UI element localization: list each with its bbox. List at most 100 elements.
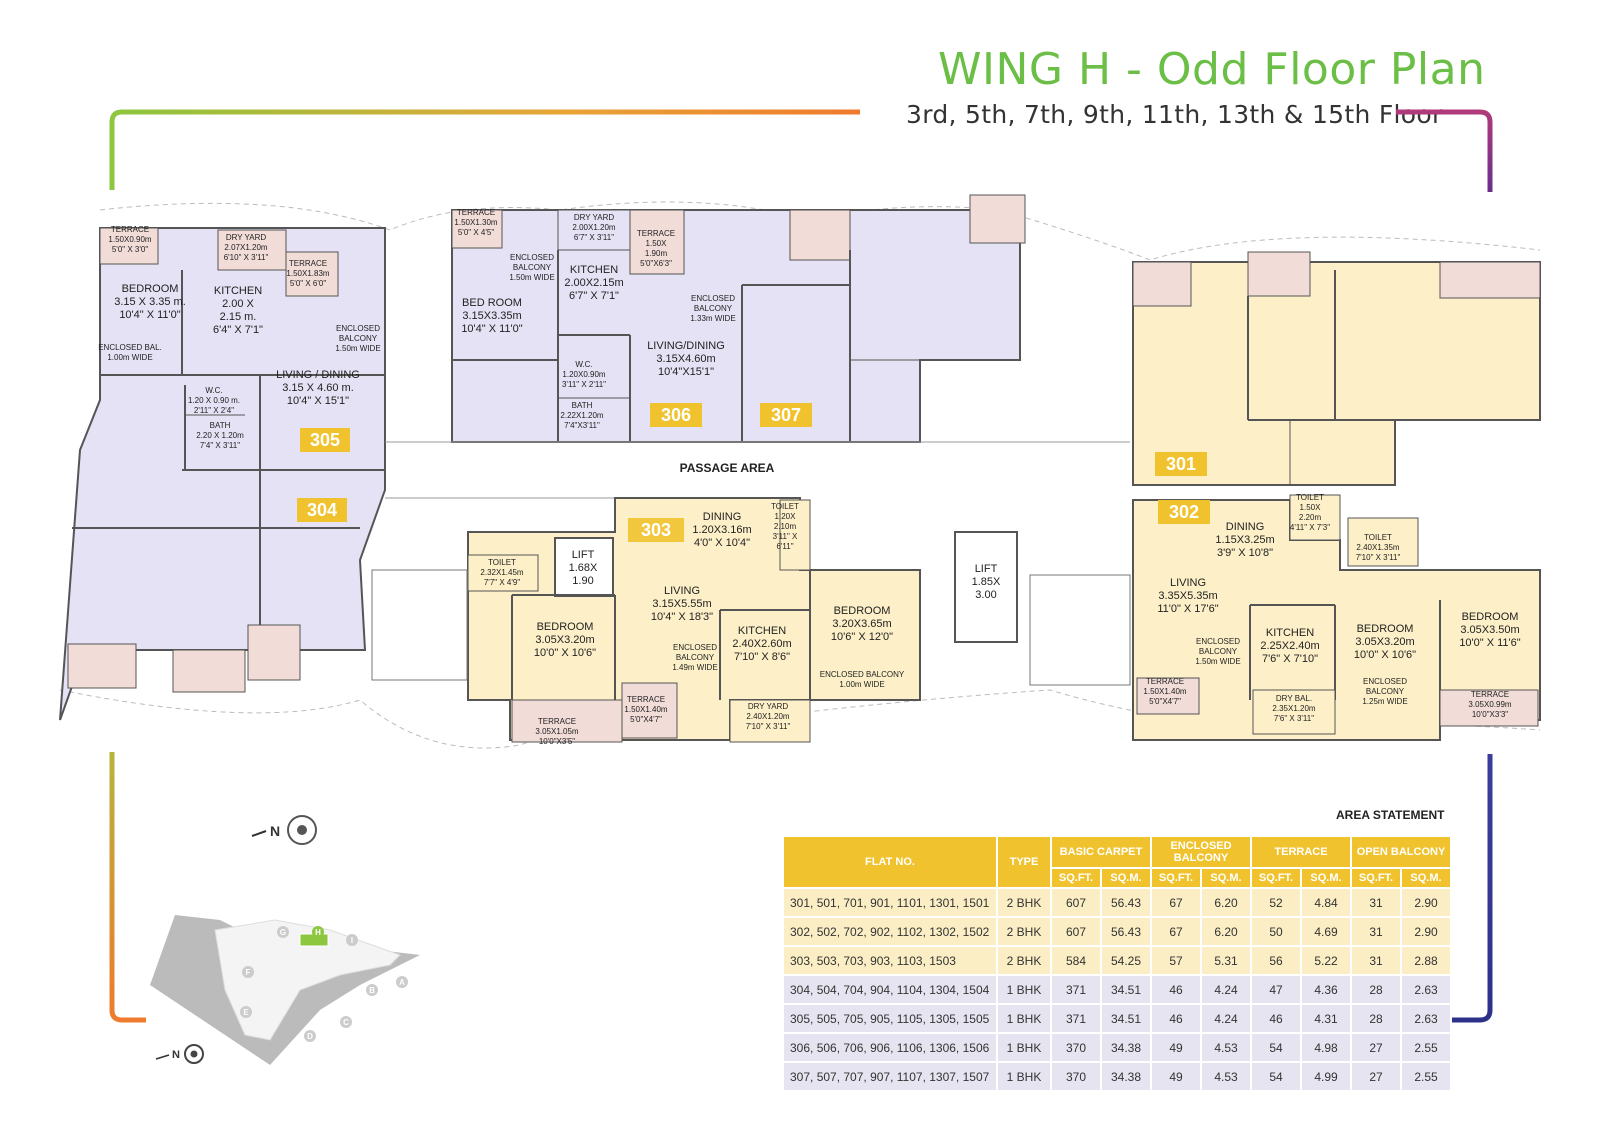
unit-303-label: 303: [641, 520, 671, 540]
area-cell: 2.55: [1402, 1063, 1450, 1090]
area-cell: 54: [1252, 1034, 1300, 1061]
keyplan-wing-marker: [242, 966, 254, 978]
keyplan-wing-letter: I: [351, 936, 353, 945]
area-cell: 4.69: [1302, 918, 1350, 945]
col-sqft: SQ.FT.: [1252, 869, 1300, 887]
area-cell: 49: [1152, 1034, 1200, 1061]
area-cell: 607: [1052, 918, 1100, 945]
keyplan-wing-marker: [304, 1030, 316, 1042]
room-label: W.C.1.20 X 0.90 m.2'11" X 2'4": [188, 386, 240, 415]
unit-305-label: 305: [310, 430, 340, 450]
area-cell: 4.24: [1202, 976, 1250, 1003]
flat-no-cell: 306, 506, 706, 906, 1106, 1306, 1506: [784, 1034, 996, 1061]
area-cell: 67: [1152, 918, 1200, 945]
area-cell: 56: [1252, 947, 1300, 974]
keyplan-wing-marker: [396, 976, 408, 988]
area-cell: 34.38: [1102, 1063, 1150, 1090]
area-cell: 52: [1252, 889, 1300, 916]
room-label: ENCLOSED BAL.1.00m WIDE: [98, 343, 162, 362]
col-flat-no: FLAT NO.: [784, 837, 996, 887]
unit-306-label: 306: [661, 405, 691, 425]
page-subtitle: 3rd, 5th, 7th, 9th, 11th, 13th & 15th Fl…: [906, 100, 1443, 129]
flat-no-cell: 307, 507, 707, 907, 1107, 1307, 1507: [784, 1063, 996, 1090]
area-cell: 2.55: [1402, 1034, 1450, 1061]
flat-no-cell: 305, 505, 705, 905, 1105, 1305, 1505: [784, 1005, 996, 1032]
col-sqft: SQ.FT.: [1352, 869, 1400, 887]
area-cell: 4.53: [1202, 1034, 1250, 1061]
col-open-balcony: OPEN BALCONY: [1352, 837, 1450, 867]
keyplan-wing-letter: G: [280, 928, 286, 937]
area-cell: 2 BHK: [998, 947, 1050, 974]
col-basic-carpet: BASIC CARPET: [1052, 837, 1150, 867]
col-terrace: TERRACE: [1252, 837, 1350, 867]
area-cell: 57: [1152, 947, 1200, 974]
area-cell: 31: [1352, 889, 1400, 916]
flat-no-cell: 301, 501, 701, 901, 1101, 1301, 1501: [784, 889, 996, 916]
area-cell: 1 BHK: [998, 976, 1050, 1003]
unit-307-label: 307: [771, 405, 801, 425]
area-cell: 2 BHK: [998, 918, 1050, 945]
keyplan-north-label: N: [172, 1049, 180, 1061]
keyplan-wing-marker: [277, 926, 289, 938]
area-cell: 46: [1252, 1005, 1300, 1032]
area-cell: 2.88: [1402, 947, 1450, 974]
area-cell: 28: [1352, 1005, 1400, 1032]
keyplan-wing-marker: [346, 934, 358, 946]
keyplan-wing-marker: [312, 926, 324, 938]
area-cell: 2.63: [1402, 976, 1450, 1003]
col-sqm: SQ.M.: [1402, 869, 1450, 887]
col-sqm: SQ.M.: [1102, 869, 1150, 887]
passage-area-label: PASSAGE AREA: [680, 461, 775, 475]
flat-no-cell: 302, 502, 702, 902, 1102, 1302, 1502: [784, 918, 996, 945]
area-cell: 1 BHK: [998, 1005, 1050, 1032]
keyplan-wing-marker: [240, 1006, 252, 1018]
flat-no-cell: 303, 503, 703, 903, 1103, 1503: [784, 947, 996, 974]
area-cell: 371: [1052, 976, 1100, 1003]
col-sqm: SQ.M.: [1202, 869, 1250, 887]
col-sqm: SQ.M.: [1302, 869, 1350, 887]
keyplan-wing-letter: F: [246, 968, 251, 977]
area-cell: 5.31: [1202, 947, 1250, 974]
area-cell: 2.90: [1402, 918, 1450, 945]
col-enclosed-balcony: ENCLOSED BALCONY: [1152, 837, 1250, 867]
area-cell: 4.99: [1302, 1063, 1350, 1090]
flat-no-cell: 304, 504, 704, 904, 1104, 1304, 1504: [784, 976, 996, 1003]
area-cell: 34.51: [1102, 1005, 1150, 1032]
area-cell: 6.20: [1202, 918, 1250, 945]
area-cell: 28: [1352, 976, 1400, 1003]
col-sqft: SQ.FT.: [1152, 869, 1200, 887]
area-cell: 1 BHK: [998, 1034, 1050, 1061]
unit-302-label: 302: [1169, 502, 1199, 522]
area-cell: 46: [1152, 976, 1200, 1003]
area-cell: 370: [1052, 1034, 1100, 1061]
